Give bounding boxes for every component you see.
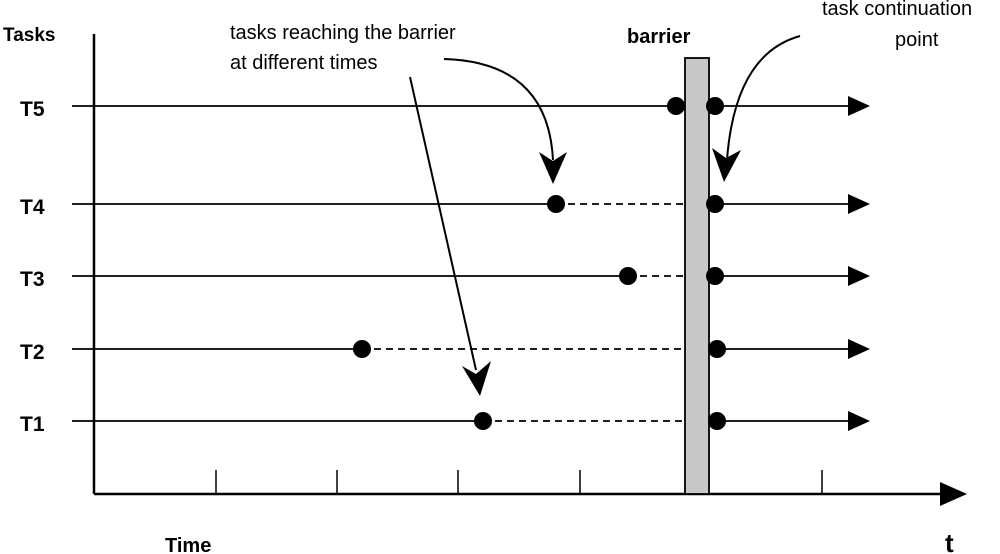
annotation-right-line2: point <box>895 29 939 51</box>
x-axis-title: Time <box>165 535 211 554</box>
continuation-point-t2 <box>708 340 726 358</box>
continuation-point-t3 <box>706 267 724 285</box>
task-row-t5 <box>72 96 870 116</box>
annotation-arrow-to-continuation <box>712 35 801 182</box>
continuation-point-t1 <box>708 412 726 430</box>
annotation-left-line1: tasks reaching the barrier <box>230 22 456 44</box>
t-label: t <box>945 528 954 554</box>
timeline-arrowhead <box>848 96 870 116</box>
annotation-right-line1: task continuation <box>822 0 972 20</box>
arrival-point-t4 <box>547 195 565 213</box>
timeline-arrowhead <box>848 339 870 359</box>
task-label-t5: T5 <box>20 98 45 121</box>
annotation-arrow-curve <box>726 35 801 161</box>
x-axis-arrowhead <box>940 482 967 506</box>
task-row-t2 <box>72 339 870 359</box>
task-row-t1 <box>72 411 870 431</box>
arrival-point-t5 <box>667 97 685 115</box>
task-label-t2: T2 <box>20 341 45 364</box>
task-row-t3 <box>72 266 870 286</box>
task-label-t4: T4 <box>20 196 45 219</box>
annotation-arrow-to-t4 <box>443 58 567 184</box>
arrival-point-t1 <box>474 412 492 430</box>
timeline-arrowhead <box>848 194 870 214</box>
annotation-arrowhead <box>539 152 567 184</box>
barrier-label: barrier <box>627 26 691 48</box>
task-row-t4 <box>72 194 870 214</box>
y-axis-title: Tasks <box>3 25 55 46</box>
annotation-arrowhead <box>712 148 741 182</box>
continuation-point-t5 <box>706 97 724 115</box>
continuation-point-t4 <box>706 195 724 213</box>
timeline-arrowhead <box>848 411 870 431</box>
arrival-point-t3 <box>619 267 637 285</box>
annotation-arrow-to-t1 <box>409 76 491 396</box>
arrival-point-t2 <box>353 340 371 358</box>
barrier-bar <box>684 57 710 495</box>
task-label-t1: T1 <box>20 413 45 436</box>
x-axis-ticks <box>215 470 823 494</box>
timeline-arrowhead <box>848 266 870 286</box>
annotation-left-line2: at different times <box>230 52 377 74</box>
task-label-t3: T3 <box>20 268 45 291</box>
annotation-arrow-curve <box>443 58 554 161</box>
annotation-arrowhead <box>462 361 491 396</box>
annotation-arrow-line <box>409 76 477 371</box>
